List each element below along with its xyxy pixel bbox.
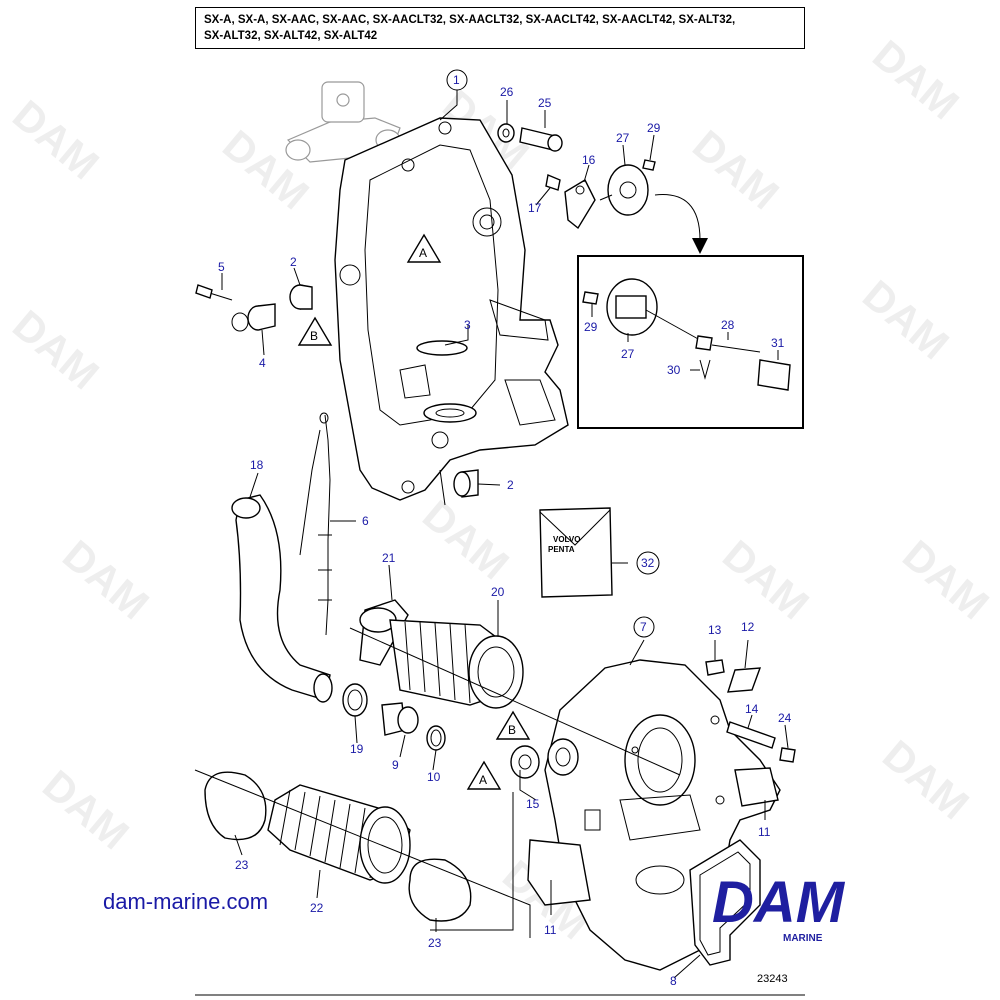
detail-inset [577,255,804,429]
callout-3: 3 [464,318,471,332]
callout-16: 16 [582,153,596,167]
dam-marine-logo: DAM MARINE [712,870,846,944]
callout-21: 21 [382,551,396,565]
bracket-and-screw [705,659,762,693]
callout-9: 9 [392,758,399,772]
transom-shield-frame [334,117,569,506]
callout-22: 22 [310,901,324,915]
callout-14: 14 [745,702,759,716]
kit-label-line-1: VOLVO [553,535,580,544]
callout-labels: 1 2 2 3 4 5 6 7 8 9 10 11 11 12 13 14 15… [218,73,792,988]
trim-sender-group [545,159,708,254]
callout-24: 24 [778,711,792,725]
stud-and-nut [726,721,796,763]
ref-marker-a: A [419,246,427,260]
pivot-bushings [195,284,479,498]
callout-28: 28 [721,318,735,332]
washer [510,745,540,779]
ref-marker-b: B [508,723,516,737]
callout-2: 2 [290,255,297,269]
kit-label-line-2: PENTA [548,545,575,554]
logo-text: DAM [712,870,846,935]
callout-32: 32 [641,556,655,570]
callout-4: 4 [259,356,266,370]
callout-12: 12 [741,620,755,634]
callout-10: 10 [427,770,441,784]
callout-31: 31 [771,336,785,350]
watermark-text: DAM [4,91,107,188]
callout-30: 30 [667,363,681,377]
watermark-text: DAM [894,531,997,628]
lower-bellows [204,771,472,922]
title-line-1: SX-A, SX-A, SX-AAC, SX-AAC, SX-AACLT32, … [204,14,736,26]
drawing-number: 23243 [757,973,788,985]
watermark-text: DAM [4,301,107,398]
exhaust-hose [231,494,333,703]
callout-circles [446,69,660,638]
bolt-and-washer [497,123,563,152]
callout-15: 15 [526,797,540,811]
callout-23: 23 [235,858,249,872]
callout-19: 19 [350,742,364,756]
callout-6: 6 [362,514,369,528]
website-text: dam-marine.com [103,889,268,914]
callout-11: 11 [544,923,557,937]
callout-17: 17 [528,201,542,215]
watermark-text: DAM [874,731,977,828]
service-kit-bag: VOLVO PENTA [539,507,613,598]
gasket [689,839,761,966]
watermark-text: DAM [414,491,517,588]
callout-2: 2 [507,478,514,492]
callout-27: 27 [616,131,630,145]
callout-26: 26 [500,85,514,99]
callout-29: 29 [584,320,598,334]
watermark-text: DAM [684,121,787,218]
watermark-text: DAM [864,31,967,128]
callout-5: 5 [218,260,225,274]
callout-20: 20 [491,585,505,599]
callout-23: 23 [428,936,442,950]
callout-25: 25 [538,96,552,110]
logo-subtext: MARINE [783,933,823,944]
callout-11: 11 [758,825,771,839]
watermark-text: DAM [714,531,817,628]
cable-strap [299,412,332,636]
ref-triangles: A B B A [297,233,531,790]
callout-7: 7 [640,620,647,634]
callout-13: 13 [708,623,722,637]
callout-27: 27 [621,347,635,361]
watermark-text: DAM [854,271,957,368]
hose-fittings [342,683,446,751]
title-box: SX-A, SX-A, SX-AAC, SX-AAC, SX-AACLT32, … [195,7,805,49]
cover-plates [527,767,779,906]
exhaust-bellows [359,599,524,709]
title-line-2: SX-ALT32, SX-ALT42, SX-ALT42 [204,30,378,42]
watermark-text: DAM [54,531,157,628]
callout-18: 18 [250,458,264,472]
callout-1: 1 [453,73,460,87]
watermark-text: DAM [34,761,137,858]
callout-29: 29 [647,121,661,135]
callout-8: 8 [670,974,677,988]
leader-lines [194,88,789,979]
ref-marker-a: A [479,773,487,787]
ref-marker-b: B [310,329,318,343]
